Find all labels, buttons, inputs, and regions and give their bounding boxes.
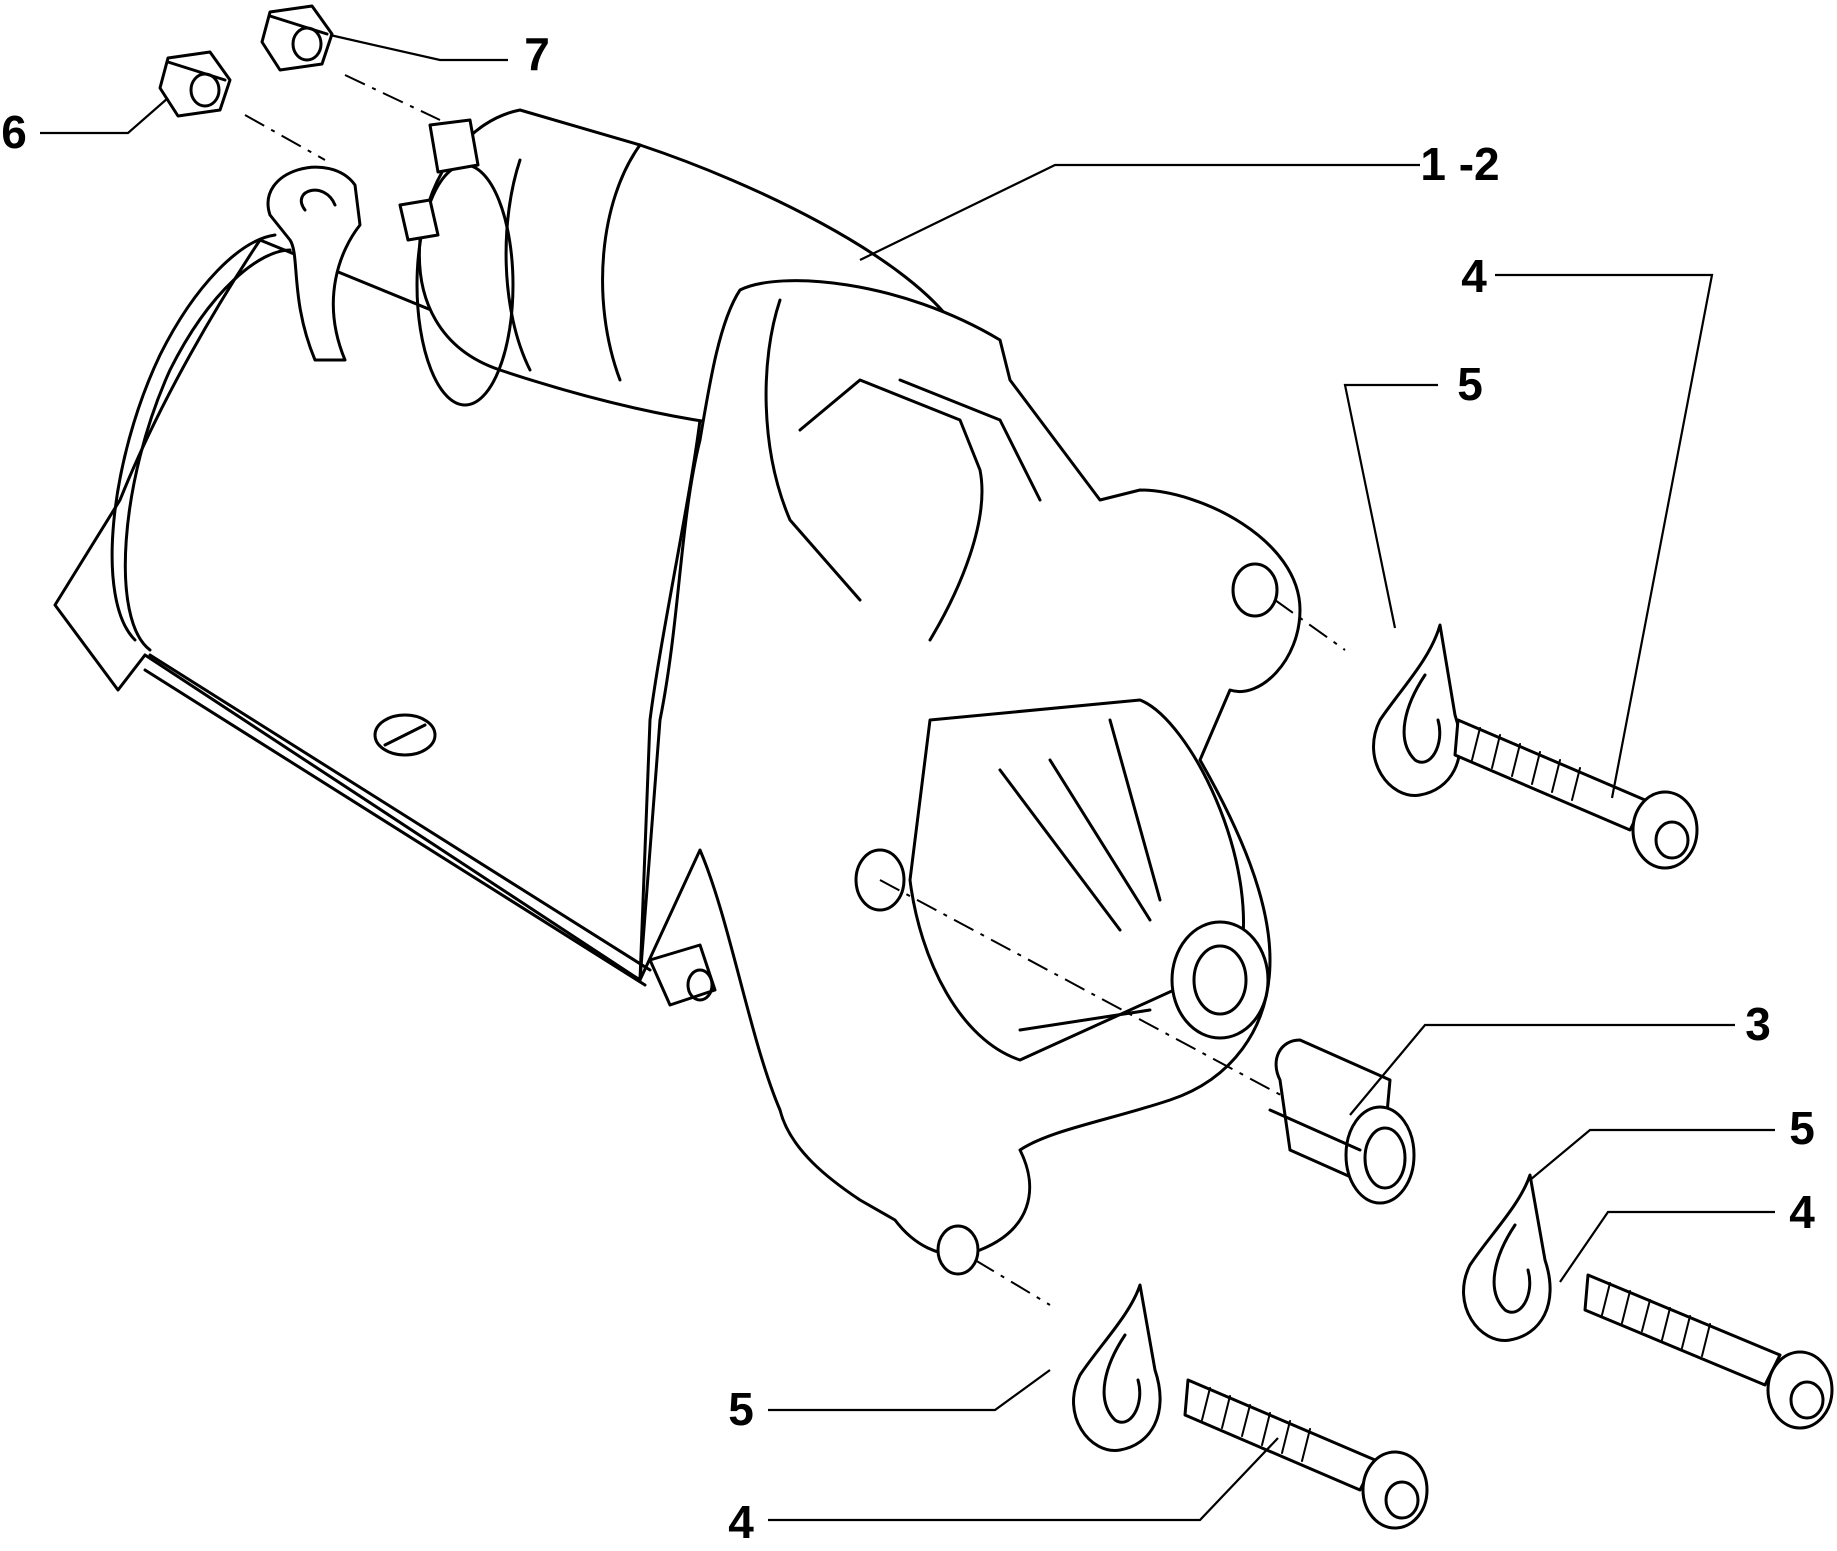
mount-hole-bottom	[936, 1224, 980, 1276]
bolt-4-bottom	[1183, 1378, 1429, 1530]
leader-3	[1349, 1023, 1735, 1116]
leader-5-middle	[1529, 1128, 1775, 1181]
leader-4-bottom	[768, 1437, 1279, 1522]
starter-motor	[53, 108, 1302, 1276]
mount-hole-top	[1231, 562, 1279, 618]
washer-5-bottom	[1072, 1283, 1162, 1452]
leader-6	[40, 97, 169, 135]
axis-line-bottom-hole	[974, 1259, 1051, 1306]
bolt-4-middle	[1583, 1273, 1834, 1430]
leader-4-top	[1495, 273, 1714, 799]
rear-end-cap	[123, 248, 292, 652]
axis-line-top-hole	[1274, 599, 1346, 651]
bolt-4-top	[1453, 718, 1699, 870]
leader-5-bottom	[768, 1369, 1051, 1412]
callout-3: 3	[1745, 998, 1771, 1050]
through-bolt	[148, 653, 652, 972]
callout-6: 6	[1, 106, 27, 158]
callout-4-top: 4	[1461, 250, 1487, 302]
leader-7	[329, 33, 508, 62]
callout-4-middle: 4	[1789, 1186, 1815, 1238]
leader-5-top	[1343, 383, 1438, 629]
leader-4-middle	[1559, 1210, 1775, 1283]
nut-7	[260, 4, 334, 72]
callout-5-middle: 5	[1789, 1102, 1815, 1154]
leader-1-2	[859, 163, 1420, 261]
axis-line-nut-6	[244, 114, 326, 161]
bushing-3	[1268, 1038, 1416, 1205]
callout-1-2: 1 -2	[1420, 138, 1499, 190]
nut-6	[158, 50, 232, 118]
callout-4-bottom: 4	[728, 1496, 754, 1548]
axis-line-nut-7	[344, 74, 441, 121]
washer-5-middle	[1462, 1173, 1552, 1342]
axis-line-bushing	[879, 879, 1291, 1101]
callout-7: 7	[524, 28, 550, 80]
callout-5-bottom: 5	[728, 1383, 754, 1435]
washer-5-top	[1372, 623, 1462, 797]
connector-strap	[266, 165, 362, 362]
callout-5-top: 5	[1457, 358, 1483, 410]
